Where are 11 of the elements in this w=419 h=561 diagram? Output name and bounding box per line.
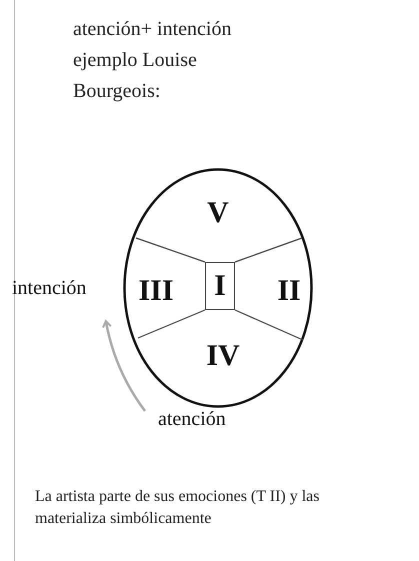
- region-label: II: [271, 276, 307, 306]
- region-label: IV: [203, 341, 243, 371]
- oval-diagram: [123, 168, 313, 408]
- center-box: I: [205, 262, 235, 310]
- region-label: V: [203, 198, 233, 228]
- curved-arrow: [102, 320, 146, 412]
- title: atención+ intención ejemplo Louise Bourgeois:: [73, 17, 232, 104]
- text-label: atención: [158, 409, 248, 433]
- region-label: III: [131, 276, 181, 306]
- text-label: intención: [12, 278, 118, 302]
- caption: La artista parte de sus emociones (T II) y las materializa simbólicamente: [35, 487, 320, 529]
